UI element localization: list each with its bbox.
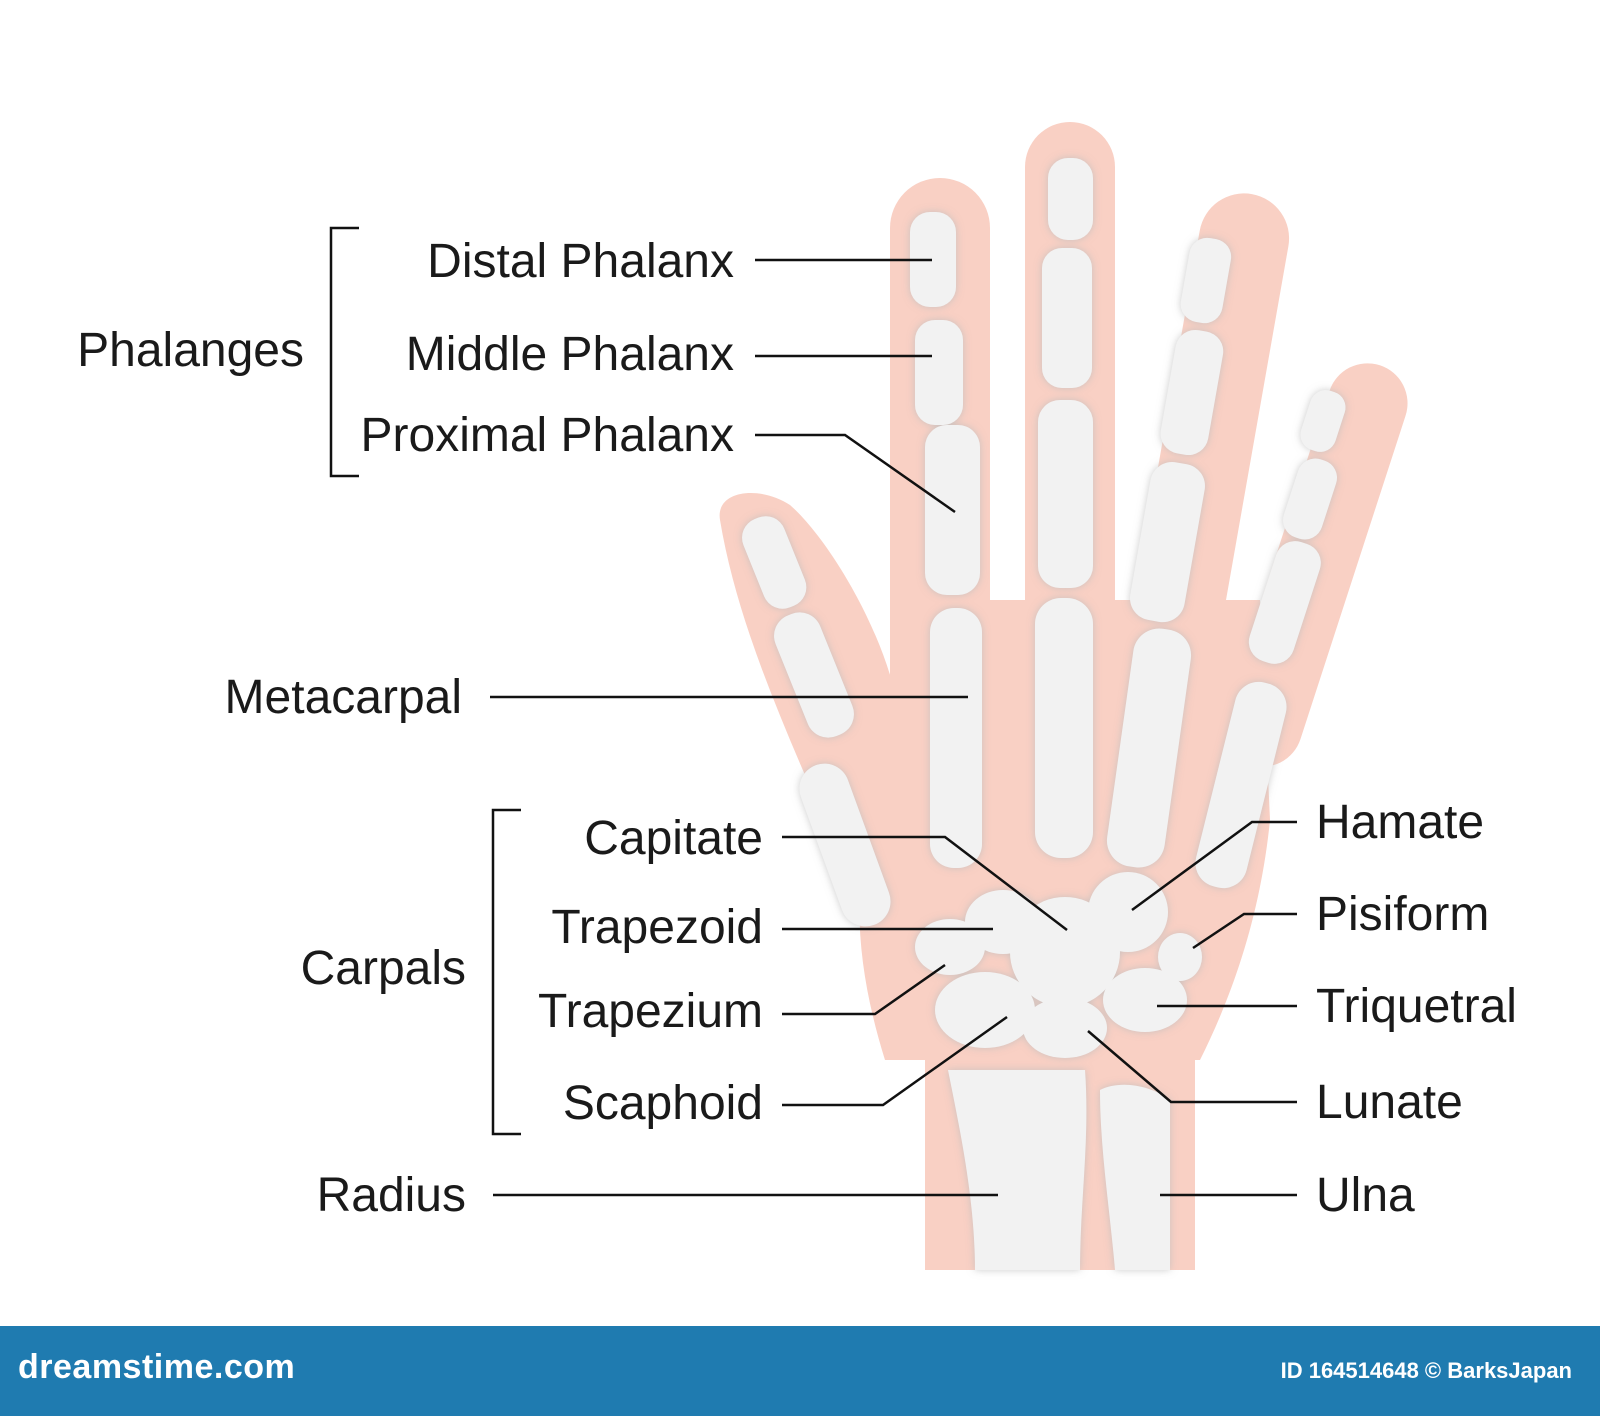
triquetral-label: Triquetral (1316, 980, 1517, 1033)
image-credit: ID 164514648 © BarksJapan (1280, 1358, 1572, 1383)
phalanges-label: Phalanges (77, 324, 304, 377)
trapezium-label: Trapezium (538, 985, 763, 1038)
scaphoid-label: Scaphoid (562, 1077, 763, 1130)
middle-phalanx-label: Middle Phalanx (405, 328, 734, 381)
hand-illustration (329, 122, 1408, 1270)
lunate-label: Lunate (1316, 1076, 1463, 1129)
ulna-label: Ulna (1316, 1169, 1415, 1222)
leader-lines (490, 258, 1297, 1197)
capitate-label: Capitate (584, 812, 763, 865)
trapezoid-label: Trapezoid (551, 901, 763, 954)
hamate-label: Hamate (1316, 796, 1485, 849)
carpals-bracket (491, 808, 521, 1136)
metacarpal-label: Metacarpal (224, 671, 462, 724)
phalanges-bracket (329, 226, 359, 478)
bones (742, 158, 1346, 1270)
distal-phalanx-label: Distal Phalanx (427, 235, 734, 288)
footer-bar: dreamstime.com ID 164514648 © BarksJapan (0, 1326, 1600, 1416)
carpals-label: Carpals (300, 942, 466, 995)
pisiform-label: Pisiform (1316, 888, 1490, 941)
proximal-phalanx-label: Proximal Phalanx (360, 409, 735, 462)
hand-skeleton-diagram: Phalanges Carpals Distal Phalanx Middle … (77, 122, 1517, 1270)
radius-label: Radius (316, 1169, 466, 1222)
site-logo[interactable]: dreamstime.com (18, 1348, 296, 1386)
